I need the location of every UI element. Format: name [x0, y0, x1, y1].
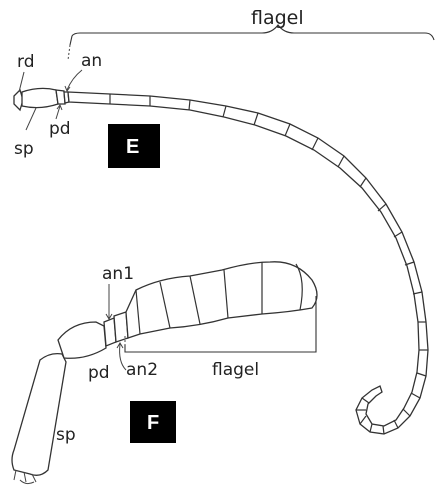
- an2-label-f: an2: [126, 360, 158, 380]
- rd-pointer-e: [19, 72, 24, 92]
- sp-label-f: sp: [56, 425, 76, 445]
- flagel-label-f: flagel: [212, 360, 259, 380]
- scape-e: [22, 88, 58, 107]
- an1-label-f: an1: [102, 264, 134, 284]
- pd-label-f: pd: [88, 363, 110, 383]
- panel-e-letter: E: [126, 136, 139, 158]
- panel-f: an1 pd an2 flagel sp F: [12, 262, 317, 484]
- sp-label-e: sp: [14, 139, 34, 159]
- flagel-label-e: flagel: [251, 7, 304, 29]
- sp-pointer-e: [26, 108, 36, 130]
- scape-f: [12, 354, 66, 476]
- pedicel-f: [58, 322, 106, 358]
- an-pointer-e: [67, 70, 82, 90]
- pd-label-e: pd: [49, 119, 71, 139]
- flagellum-f: [126, 262, 317, 338]
- panel-f-letter: F: [147, 412, 159, 434]
- an-label-e: an: [81, 51, 102, 71]
- brace-tick-e: [68, 45, 70, 60]
- rd-label-e: rd: [17, 52, 34, 72]
